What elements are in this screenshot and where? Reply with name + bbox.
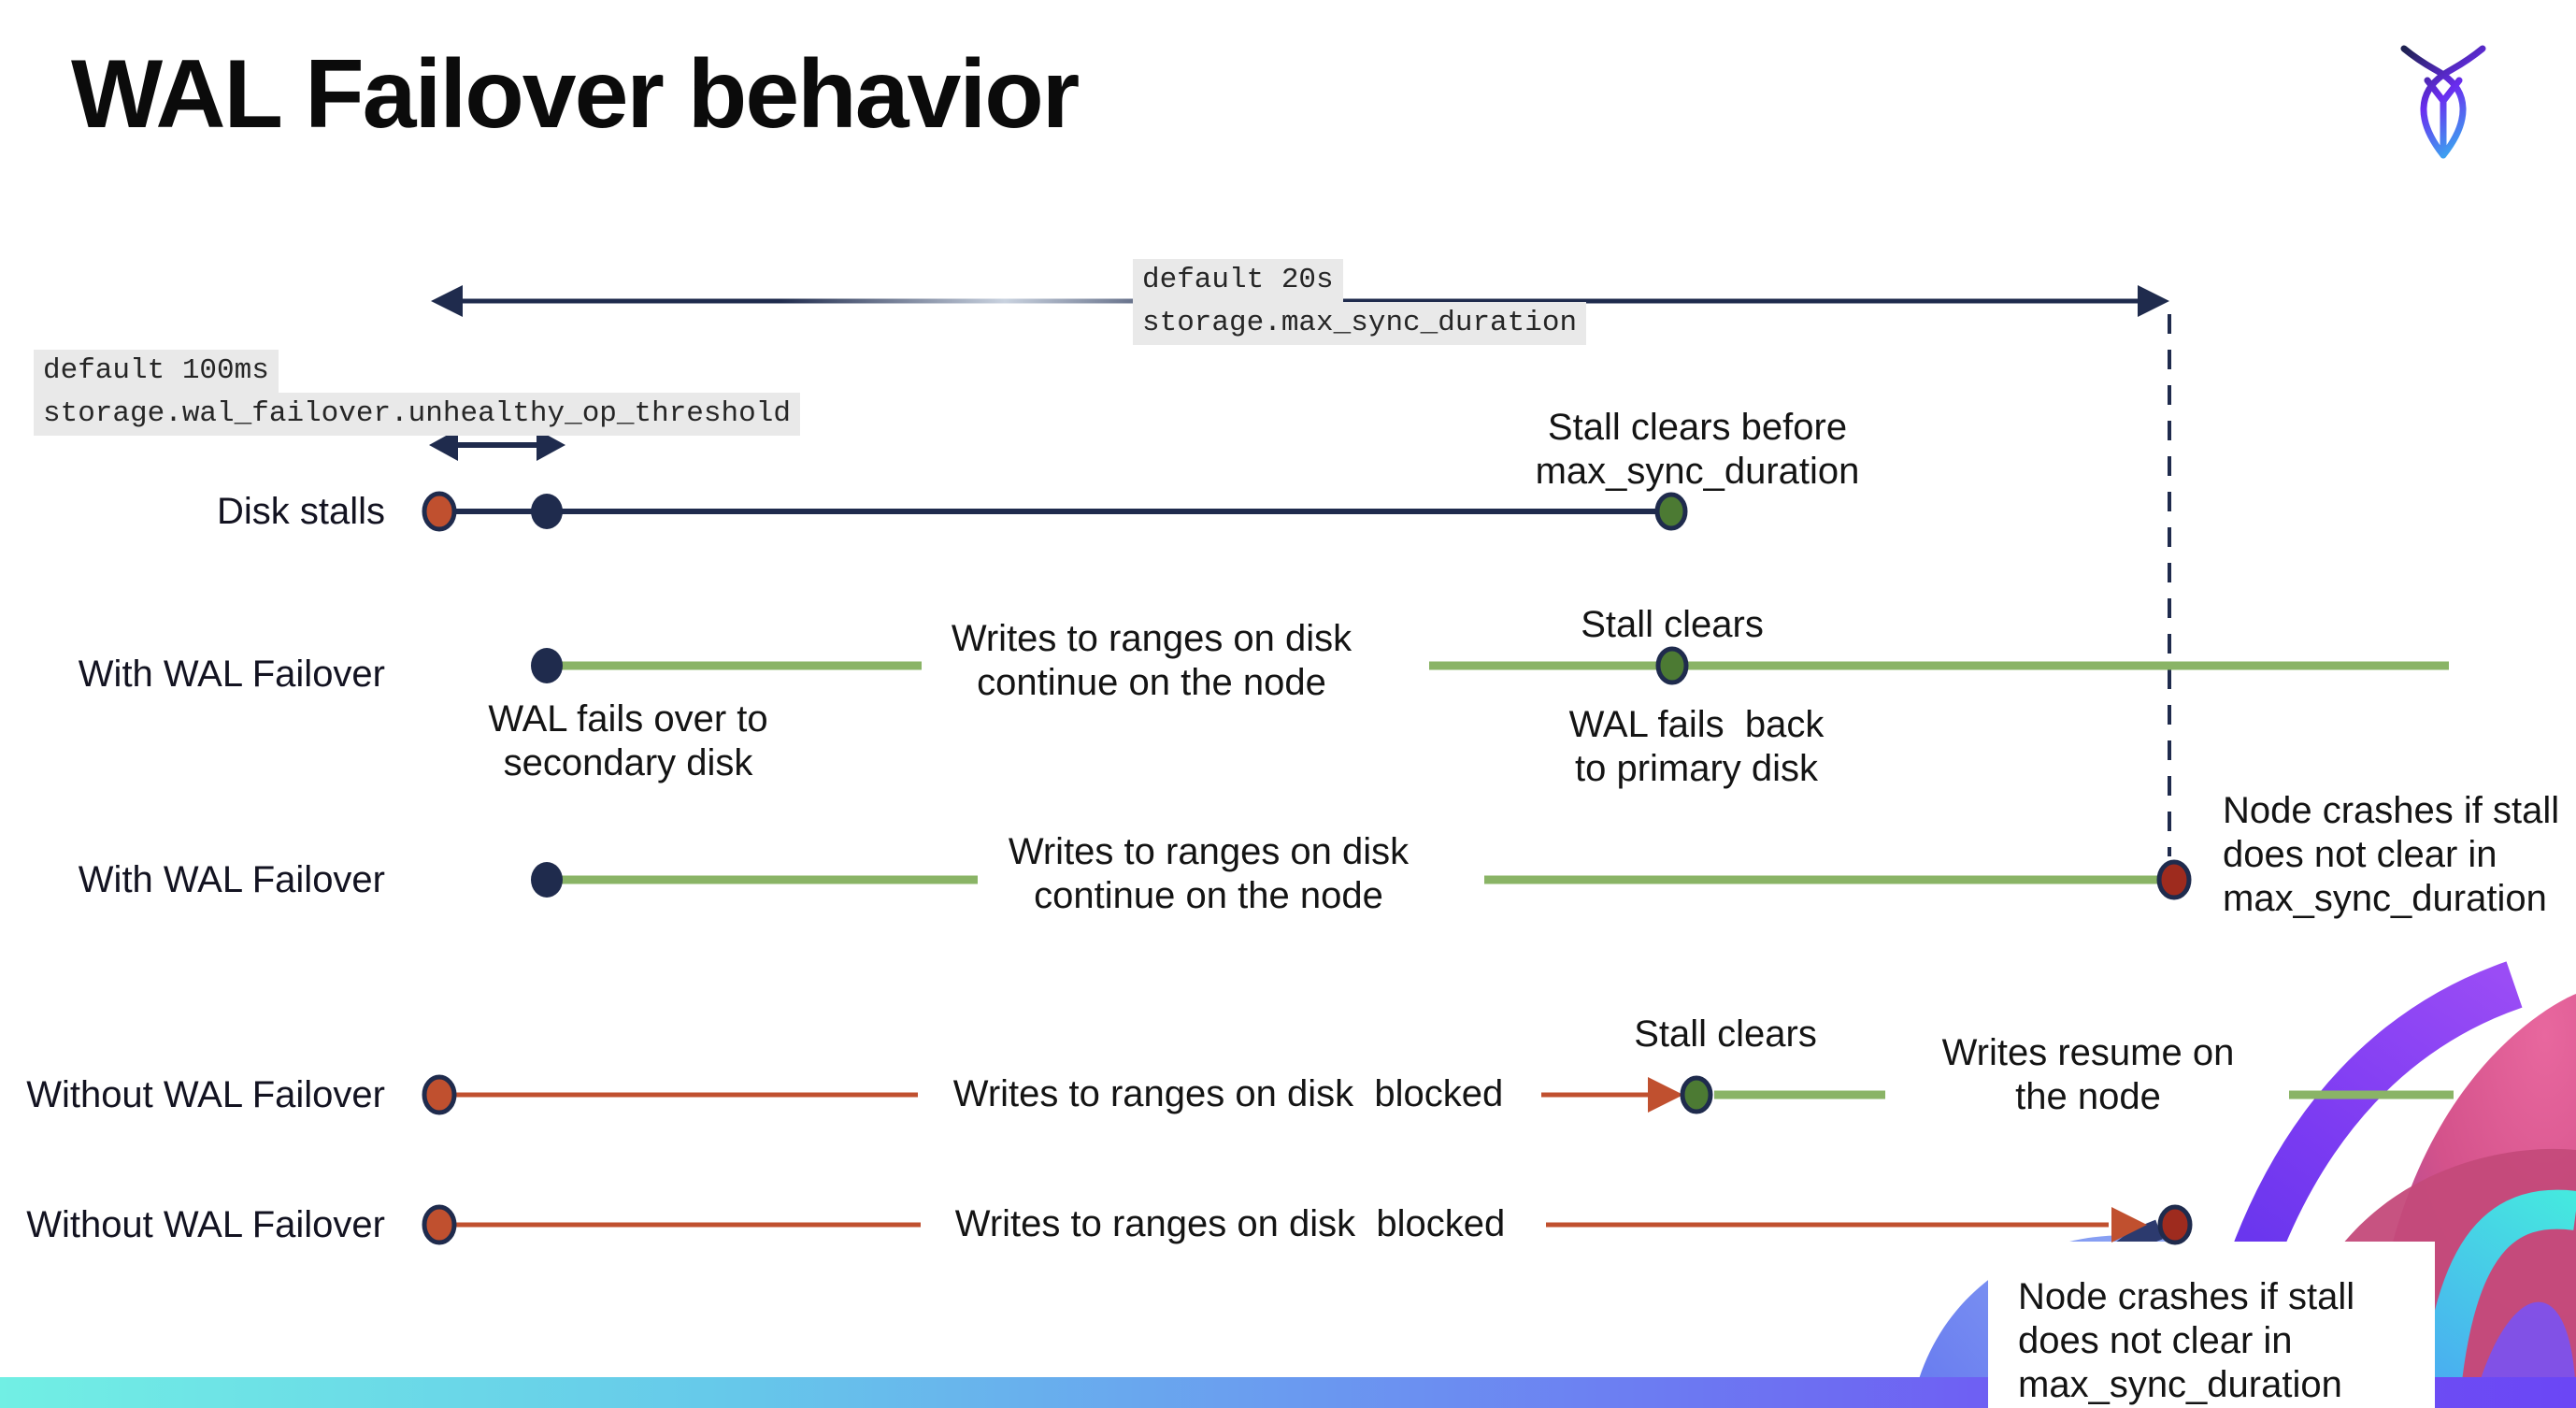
annotation-writes-continue-2: Writes to ranges on disk continue on the… bbox=[1008, 831, 1410, 916]
row-label-without-wal-failover-1: Without WAL Failover bbox=[26, 1074, 385, 1115]
node-crash-note-box: Node crashes if stall does not clear in … bbox=[1988, 1242, 2435, 1408]
node-crash-dot bbox=[2157, 1204, 2193, 1245]
annotation-writes-continue-1: Writes to ranges on disk continue on the… bbox=[951, 618, 1352, 703]
artwork-cyan-arc bbox=[2420, 1189, 2576, 1408]
timeline-without-wal-failover-crash bbox=[422, 1204, 2193, 1245]
disk-stall-start-dot bbox=[422, 1074, 457, 1115]
failover-dot bbox=[531, 648, 563, 683]
cockroachdb-logo-icon bbox=[2400, 45, 2486, 159]
threshold-reached-dot bbox=[531, 494, 563, 529]
threshold-default-label: default 100ms bbox=[34, 350, 279, 393]
node-crash-dot bbox=[2156, 859, 2192, 900]
annotation-writes-resume: Writes resume on the node bbox=[1941, 1032, 2235, 1117]
failover-dot bbox=[531, 862, 563, 898]
stall-clears-dot bbox=[1680, 1075, 1713, 1114]
page-title: WAL Failover behavior bbox=[71, 40, 1080, 149]
row-label-disk-stalls: Disk stalls bbox=[216, 491, 385, 532]
timeline-disk-stalls bbox=[422, 491, 1688, 532]
red-arrowhead-icon bbox=[2111, 1207, 2147, 1243]
max-sync-default-label: default 20s bbox=[1133, 259, 1343, 302]
timeline-with-wal-failover-crash bbox=[531, 859, 2192, 900]
annotation-stall-clears-1: Stall clears bbox=[1581, 604, 1764, 645]
row-label-with-wal-failover-1: With WAL Failover bbox=[78, 654, 385, 695]
arrowhead-left-icon bbox=[429, 429, 458, 461]
unhealthy-op-threshold-arrow bbox=[429, 429, 565, 461]
row-label-without-wal-failover-2: Without WAL Failover bbox=[26, 1204, 385, 1245]
annotation-stall-clears-before: Stall clears before max_sync_duration bbox=[1535, 407, 1860, 492]
max-sync-setting-label: storage.max_sync_duration bbox=[1133, 302, 1587, 345]
timeline-without-wal-failover-clears bbox=[422, 1074, 2454, 1115]
row-label-with-wal-failover-2: With WAL Failover bbox=[78, 859, 385, 900]
stall-clears-dot bbox=[1655, 646, 1689, 685]
annotation-wal-fails-over: WAL fails over to secondary disk bbox=[488, 698, 768, 783]
stall-clears-dot bbox=[1654, 492, 1688, 531]
annotation-writes-blocked-1: Writes to ranges on disk blocked bbox=[952, 1073, 1504, 1114]
arrowhead-right-icon bbox=[2138, 285, 2169, 317]
red-arrowhead-icon bbox=[1648, 1077, 1683, 1113]
arrowhead-right-icon bbox=[537, 429, 565, 461]
annotation-wal-fails-back: WAL fails back to primary disk bbox=[1568, 704, 1825, 789]
annotation-writes-blocked-2: Writes to ranges on disk blocked bbox=[954, 1203, 1506, 1244]
annotation-node-crashes-without-failover: Node crashes if stall does not clear in … bbox=[2018, 1276, 2355, 1405]
annotation-stall-clears-2: Stall clears bbox=[1634, 1013, 1817, 1055]
timeline-with-wal-failover-clears bbox=[531, 646, 2449, 685]
disk-stall-start-dot bbox=[422, 1204, 457, 1245]
annotation-node-crashes-with-failover: Node crashes if stall does not clear in … bbox=[2223, 790, 2560, 919]
threshold-setting-label: storage.wal_failover.unhealthy_op_thresh… bbox=[34, 393, 800, 436]
disk-stall-start-dot bbox=[422, 491, 457, 532]
arrowhead-left-icon bbox=[431, 285, 463, 317]
